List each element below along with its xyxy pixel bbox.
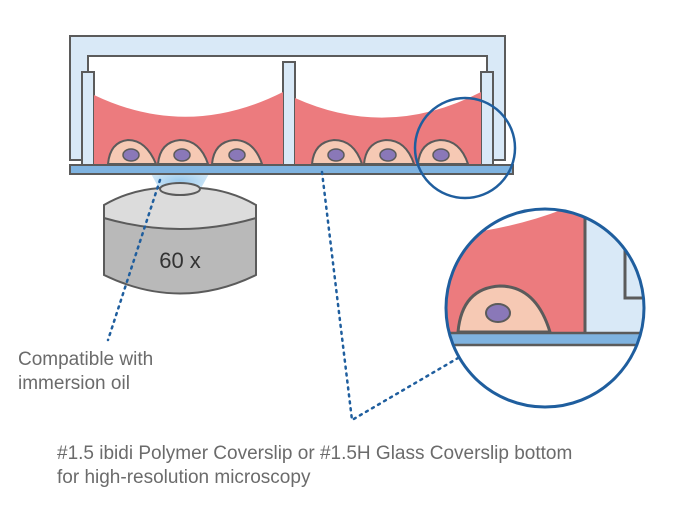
magnifier-zoom-ring — [444, 207, 646, 409]
callout-line-immersion-oil — [106, 178, 162, 342]
immersion-oil-label: Compatible with immersion oil — [18, 348, 278, 396]
coverslip-bottom — [69, 164, 514, 175]
objective-magnification: 60 x — [159, 248, 201, 273]
magnifier-source-ring — [413, 96, 517, 200]
zoomed-detail — [444, 207, 646, 409]
cell-nucleus — [327, 148, 345, 162]
left-wall — [81, 71, 95, 168]
objective-front-lens — [159, 182, 201, 196]
cells-left-well — [106, 138, 264, 165]
cell-nucleus — [173, 148, 191, 162]
cells-right-well — [310, 138, 470, 165]
coverslip-label: #1.5 ibidi Polymer Coverslip or #1.5H Gl… — [57, 442, 697, 490]
right-wall — [480, 71, 494, 168]
immersion-oil-label-line: Compatible with — [18, 349, 154, 370]
objective-lens: 60 x — [103, 182, 257, 295]
coverslip-label-line: #1.5 ibidi Polymer Coverslip or #1.5H Gl… — [57, 443, 573, 464]
zoom-coverslip — [446, 331, 644, 347]
immersion-oil-label-line: immersion oil — [18, 373, 130, 394]
center-divider — [282, 61, 296, 168]
objective-top-cone — [103, 187, 257, 230]
cell-nucleus — [432, 148, 450, 162]
objective-body — [103, 217, 257, 295]
cell-nucleus — [122, 148, 140, 162]
cell-nucleus — [379, 148, 397, 162]
coverslip-label-line: for high-resolution microscopy — [57, 467, 311, 488]
callout-line-coverslip — [320, 170, 496, 423]
cell-nucleus — [228, 148, 246, 162]
zoom-cell-nucleus — [485, 303, 511, 323]
